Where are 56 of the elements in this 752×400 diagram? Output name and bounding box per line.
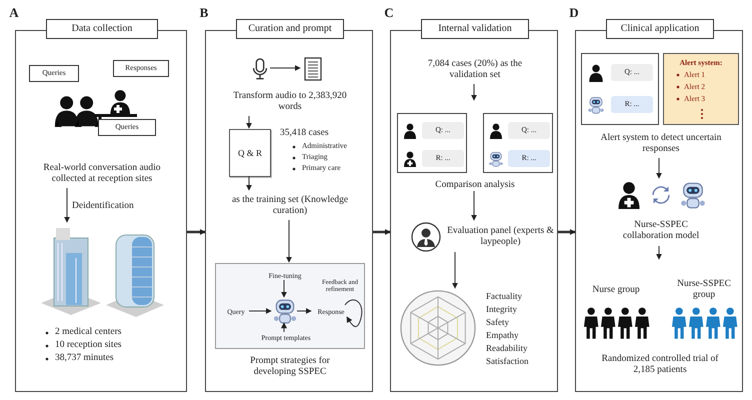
arrow (344, 299, 362, 328)
panel-title: Data collection (46, 19, 158, 39)
list-item: 38,737 minutes (55, 352, 115, 365)
arrow (281, 280, 287, 298)
edge-label: Deidentification (72, 200, 135, 213)
step-text: Evaluation panel (experts & laypeople) (446, 225, 555, 249)
flow-arrow (373, 229, 391, 235)
step-text: Comparison analysis (411, 178, 539, 192)
caption-text: Randomized controlled trial of 2,185 patients (600, 353, 720, 377)
arrow (270, 65, 301, 71)
step-text: Nurse-SSPEC collaboration model (622, 219, 700, 243)
arrow (656, 246, 662, 260)
arrow (452, 252, 458, 289)
arrow (471, 84, 477, 101)
criterion-label: Readability (486, 342, 528, 355)
step-text: Alert system to detect uncertain responses (596, 129, 726, 159)
radar-chart-icon (399, 289, 477, 367)
alert-card (663, 53, 739, 125)
caption-text: Prompt strategies for developing SSPEC (249, 355, 331, 379)
step-text: Transform audio to 2,383,920 words (233, 87, 347, 117)
panel-title: Curation and prompt (236, 19, 344, 39)
list-item: 10 reception sites (55, 339, 122, 352)
arrow (281, 322, 287, 332)
arrow (656, 158, 662, 179)
criterion-label: Integrity (486, 303, 518, 316)
arrow (64, 188, 70, 223)
flow-arrow (187, 229, 206, 235)
chat-window (397, 113, 467, 173)
arrow (246, 176, 252, 191)
step-text: as the training set (Knowledge curation) (227, 191, 353, 221)
criterion-label: Satisfaction (486, 355, 530, 368)
list-item: 2 medical centers (55, 326, 122, 339)
arrow (246, 116, 252, 129)
panel-letter: C (383, 5, 395, 21)
arrow (296, 308, 312, 314)
chat-window (581, 53, 659, 125)
criterion-label: Factuality (486, 290, 523, 303)
criterion-label: Empathy (486, 329, 520, 342)
panel-letter: A (8, 5, 20, 21)
panel-letter: D (568, 5, 580, 21)
panel-letter: B (198, 5, 210, 21)
count-text: 35,418 cases (280, 127, 330, 140)
chat-window (483, 113, 553, 173)
panel-title: Clinical application (606, 19, 714, 39)
flow-arrow (558, 229, 576, 235)
step-text: 7,084 cases (20%) as the validation set (415, 55, 535, 85)
panel-title: Internal validation (421, 19, 529, 39)
step-text: Nurse group (591, 284, 641, 297)
step-text: Nurse-SSPEC group (676, 278, 732, 302)
step-text: Real-world conversation audio collected at reception sites (29, 159, 175, 189)
arrow (286, 220, 292, 263)
robot-icon (272, 298, 298, 324)
document-card: Q & R (229, 129, 271, 177)
arrow (248, 308, 272, 314)
arrow (471, 190, 477, 221)
criterion-label: Safety (486, 316, 510, 329)
